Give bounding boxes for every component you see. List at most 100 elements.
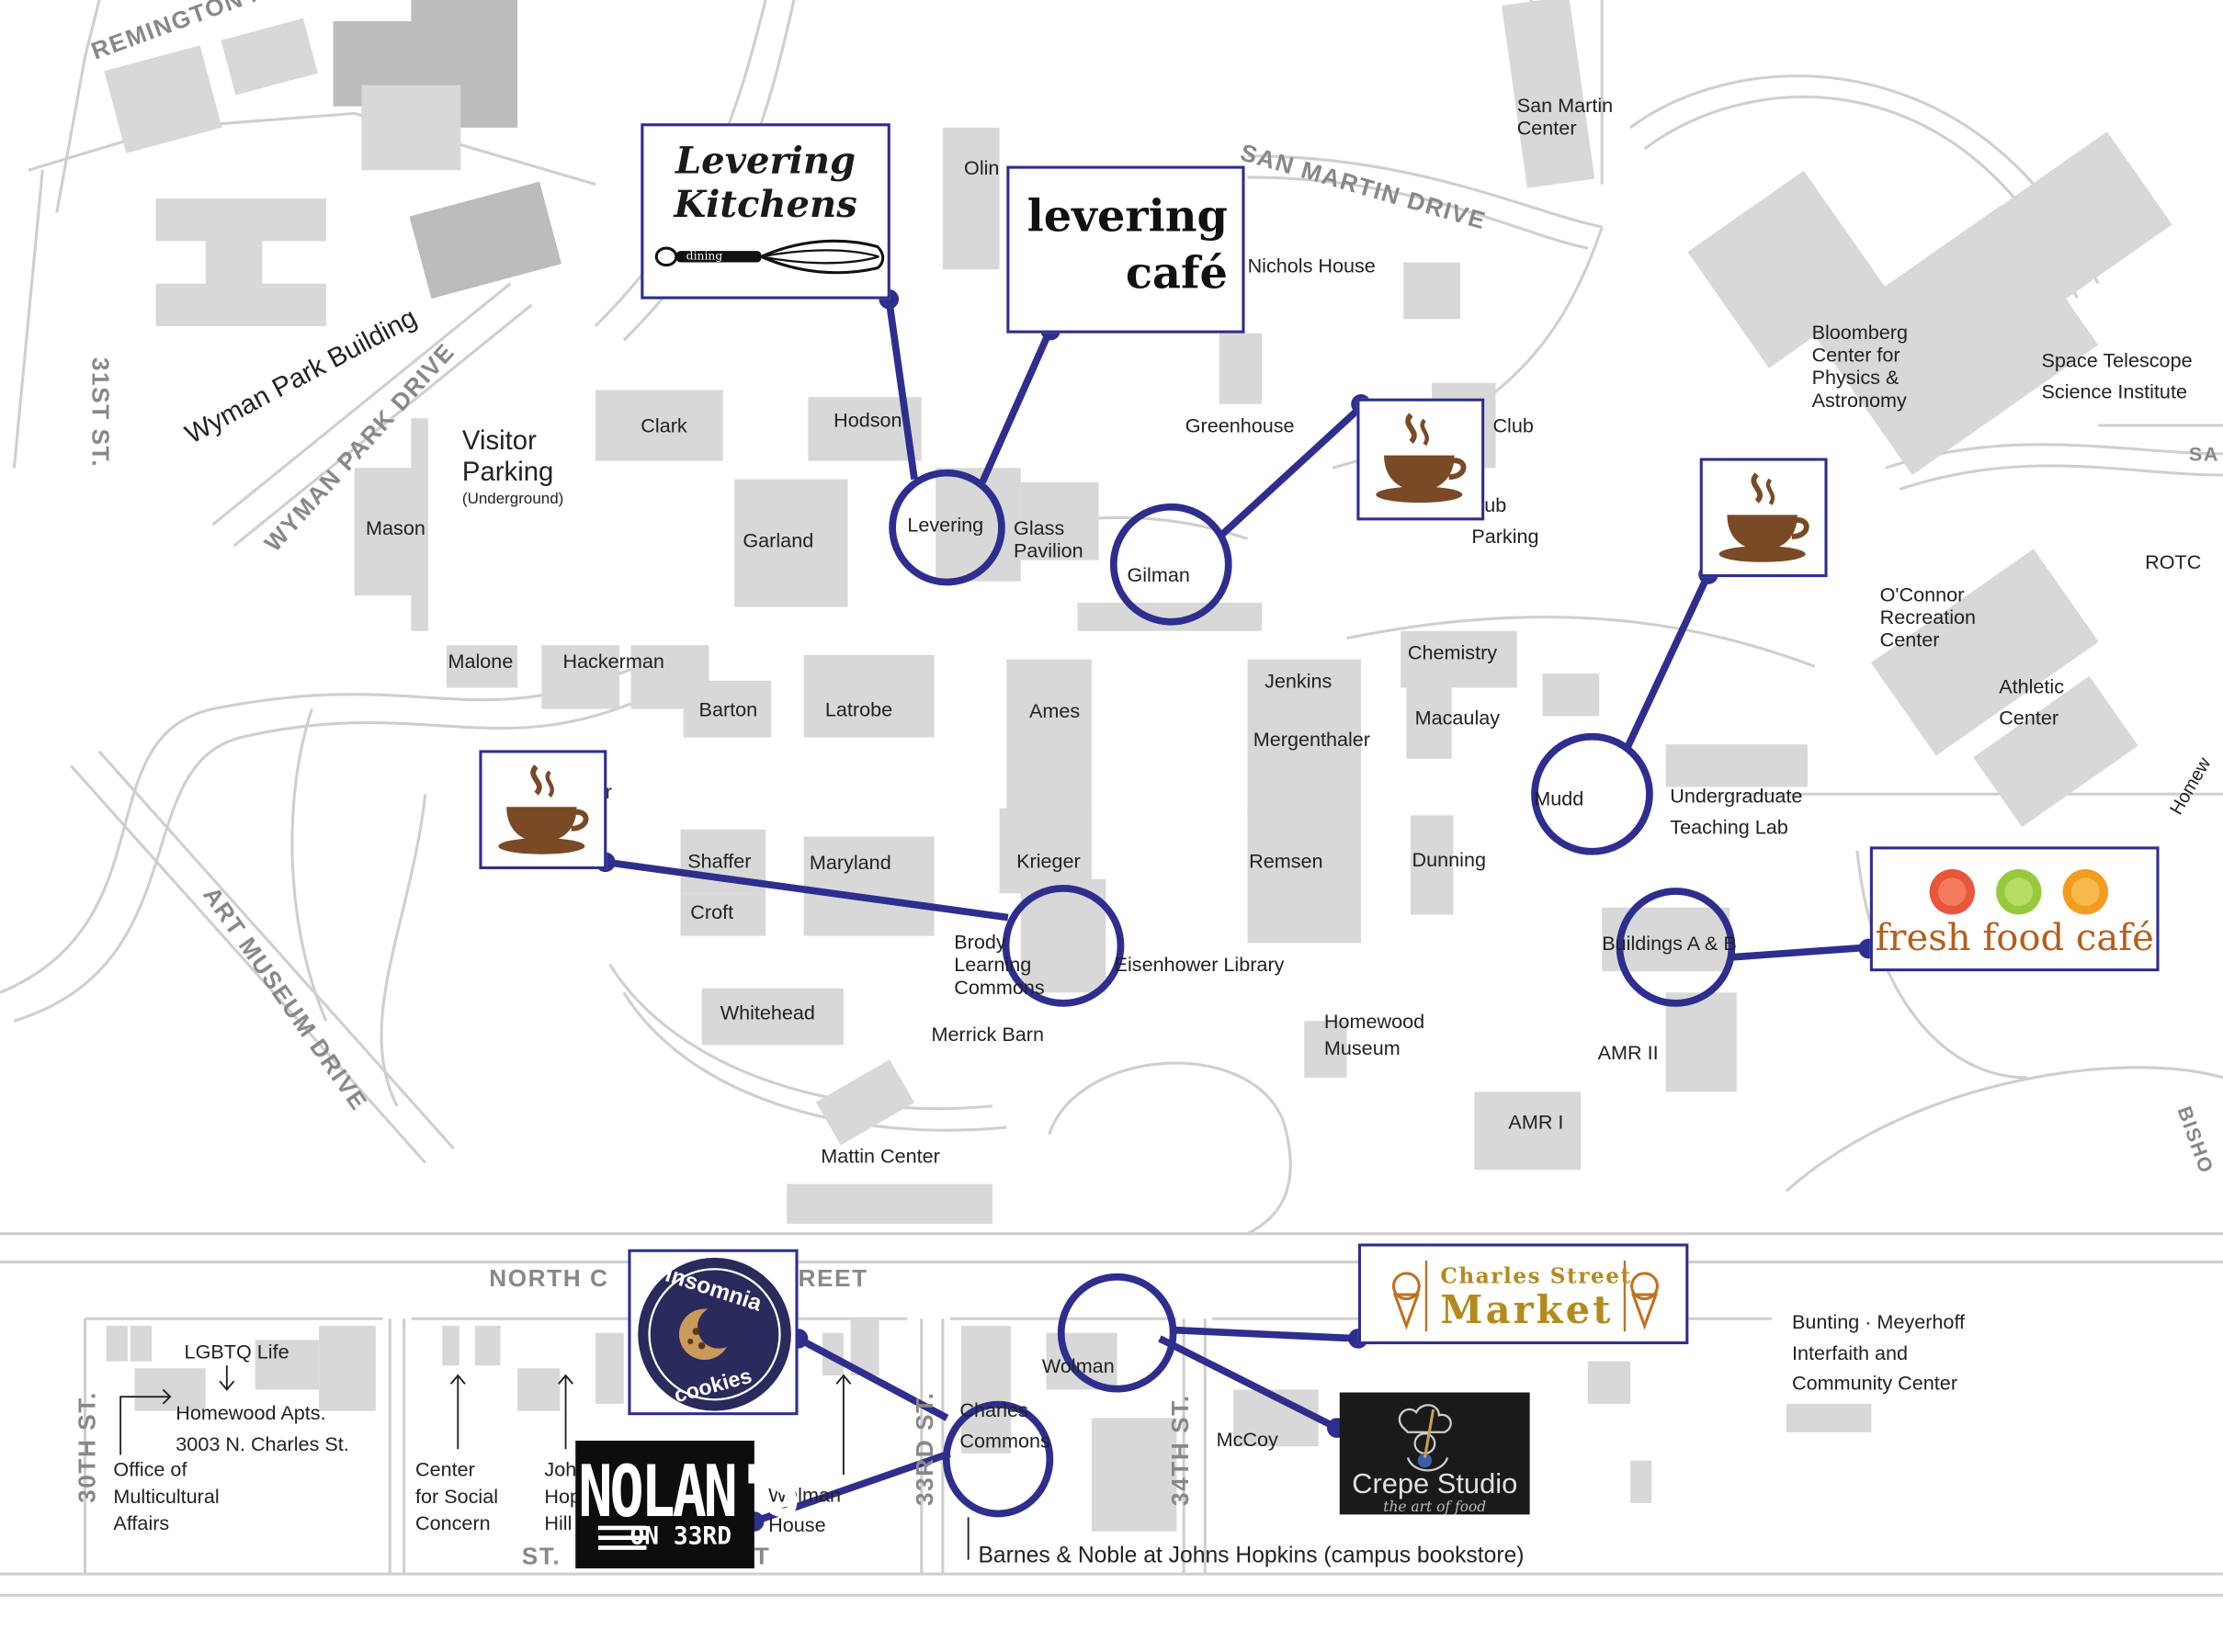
crepe-studio-title: Crepe Studio — [1352, 1468, 1518, 1500]
label-mccoy: McCoy — [1216, 1428, 1278, 1451]
label-greenhouse: Greenhouse — [1185, 413, 1295, 437]
label-wolman-house-1: Wolman — [768, 1483, 841, 1506]
label-bloomberg-1: Bloomberg — [1811, 320, 1909, 344]
label-macaulay: Macaulay — [1414, 706, 1501, 730]
label-croft: Croft — [690, 900, 734, 923]
label-athletic-1: Athletic — [1999, 674, 2065, 698]
label-mattin-center: Mattin Center — [821, 1144, 940, 1168]
label-buildings-ab: Buildings A & B — [1602, 931, 1737, 955]
gilman-coffee-box[interactable] — [1356, 398, 1485, 521]
label-ugtl-2: Teaching Lab — [1670, 815, 1788, 839]
label-dunning: Dunning — [1412, 847, 1486, 871]
nolans-logo[interactable]: NOLAN'S ON 33RD — [575, 1440, 800, 1568]
street-bottom-2: T — [754, 1543, 771, 1570]
hub-wolman[interactable] — [1057, 1273, 1177, 1393]
label-glass-pavilion-1: Glass — [1014, 515, 1065, 539]
label-athletic-2: Center — [1999, 706, 2059, 730]
label-amr-ii: AMR II — [1597, 1040, 1659, 1064]
buildings — [104, 0, 2172, 1532]
label-eisenhower: Eisenhower Library — [1114, 953, 1285, 976]
label-rotc: ROTC — [2145, 549, 2202, 573]
label-maryland: Maryland — [809, 850, 891, 874]
label-brody-1: Brody — [954, 930, 1006, 954]
hub-charles-commons[interactable] — [942, 1400, 1054, 1518]
label-club: Club — [1492, 413, 1534, 437]
label-brody-2: Learning — [954, 953, 1032, 976]
fresh-food-cafe-title: fresh food café — [1875, 917, 2154, 960]
link-gilman-cafe — [1219, 404, 1364, 537]
label-ugtl-1: Undergraduate — [1670, 784, 1803, 808]
fresh-food-cafe-logo[interactable]: fresh food café — [1869, 846, 2160, 972]
label-oconnor-3: Center — [1879, 628, 1940, 651]
label-amr-i: AMR I — [1508, 1110, 1564, 1134]
label-barton: Barton — [698, 697, 758, 720]
label-lgbtq-life: LGBTQ Life — [184, 1340, 289, 1363]
label-malone: Malone — [448, 649, 514, 673]
crepe-studio-logo[interactable]: Crepe Studio the art of food — [1339, 1392, 1530, 1516]
label-space-telescope-2: Science Institute — [2041, 379, 2187, 403]
label-bunting-3: Community Center — [1791, 1371, 1958, 1395]
ice-cream-cone-icon — [1391, 1260, 1659, 1332]
label-jhh-3: Hill — [544, 1511, 573, 1534]
label-r-fragment: r — [605, 779, 612, 803]
brody-coffee-box[interactable] — [479, 750, 607, 870]
charles-street-market-logo[interactable]: Charles Street Market — [1357, 1243, 1689, 1345]
label-csc-3: Concern — [415, 1511, 491, 1534]
insomnia-cookies-logo[interactable]: insomnia cookies — [628, 1249, 799, 1416]
label-visitor-parking-2: Parking — [461, 458, 554, 488]
label-bloomberg-4: Astronomy — [1811, 388, 1907, 412]
chef-icon — [1398, 1404, 1452, 1472]
hub-levering[interactable] — [889, 469, 1005, 586]
label-charles-commons-2: Commons — [959, 1429, 1050, 1453]
label-glass-pavilion-2: Pavilion — [1014, 538, 1083, 562]
hub-brody[interactable] — [1002, 885, 1125, 1007]
label-club-parking-2: Parking — [1471, 525, 1539, 548]
coffee-cup-icon — [498, 764, 589, 854]
street-north-charles-1: NORTH C — [489, 1264, 609, 1292]
mudd-coffee-box[interactable] — [1699, 458, 1828, 578]
link-charles-street-market — [1174, 1326, 1359, 1342]
street-sa: SA — [2188, 442, 2220, 466]
label-gilman: Gilman — [1127, 562, 1190, 586]
label-homewood-apts-2: 3003 N. Charles St. — [176, 1431, 349, 1455]
label-bunting-2: Interfaith and — [1791, 1341, 1909, 1364]
cookie-moon-icon — [638, 1257, 791, 1411]
whisk-icon — [654, 239, 885, 275]
label-clark: Clark — [641, 413, 687, 437]
label-visitor-parking-sub: (Underground) — [461, 490, 564, 508]
label-charles-commons-1: Charles — [959, 1397, 1028, 1421]
hub-mudd[interactable] — [1531, 732, 1653, 855]
label-wolman: Wolman — [1041, 1353, 1115, 1377]
crepe-studio-tagline: the art of food — [1383, 1499, 1487, 1516]
label-nichols-house: Nichols House — [1247, 254, 1376, 277]
label-hackerman: Hackerman — [562, 649, 664, 673]
label-levering: Levering — [907, 513, 984, 537]
hub-gilman[interactable] — [1109, 503, 1232, 626]
label-barnes-noble: Barnes & Noble at Johns Hopkins (campus … — [978, 1544, 1525, 1568]
label-bloomberg-2: Center for — [1811, 343, 1900, 367]
label-jhh-2: Hop — [544, 1484, 582, 1508]
label-homewood-museum-2: Museum — [1323, 1036, 1401, 1059]
citrus-icons — [1929, 869, 2108, 915]
label-san-martin-center-2: Center — [1516, 116, 1577, 140]
levering-kitchens-tag: dining — [686, 249, 723, 263]
label-oconnor-2: Recreation — [1879, 605, 1977, 628]
label-latrobe: Latrobe — [824, 697, 893, 720]
label-wolman-house-2: House — [768, 1512, 826, 1536]
label-bunting-1: Bunting · Meyerhoff — [1791, 1310, 1966, 1333]
label-krieger: Krieger — [1016, 849, 1081, 873]
nolans-line2: ON 33RD — [629, 1522, 732, 1552]
charles-street-market-line2: Market — [1440, 1288, 1614, 1333]
label-csc-1: Center — [415, 1457, 475, 1481]
link-crepe-studio — [1158, 1335, 1339, 1431]
label-mason: Mason — [366, 515, 425, 539]
link-insomnia — [796, 1335, 949, 1421]
hub-buildings-ab[interactable] — [1616, 888, 1736, 1007]
link-levering-kitchens — [885, 299, 918, 481]
